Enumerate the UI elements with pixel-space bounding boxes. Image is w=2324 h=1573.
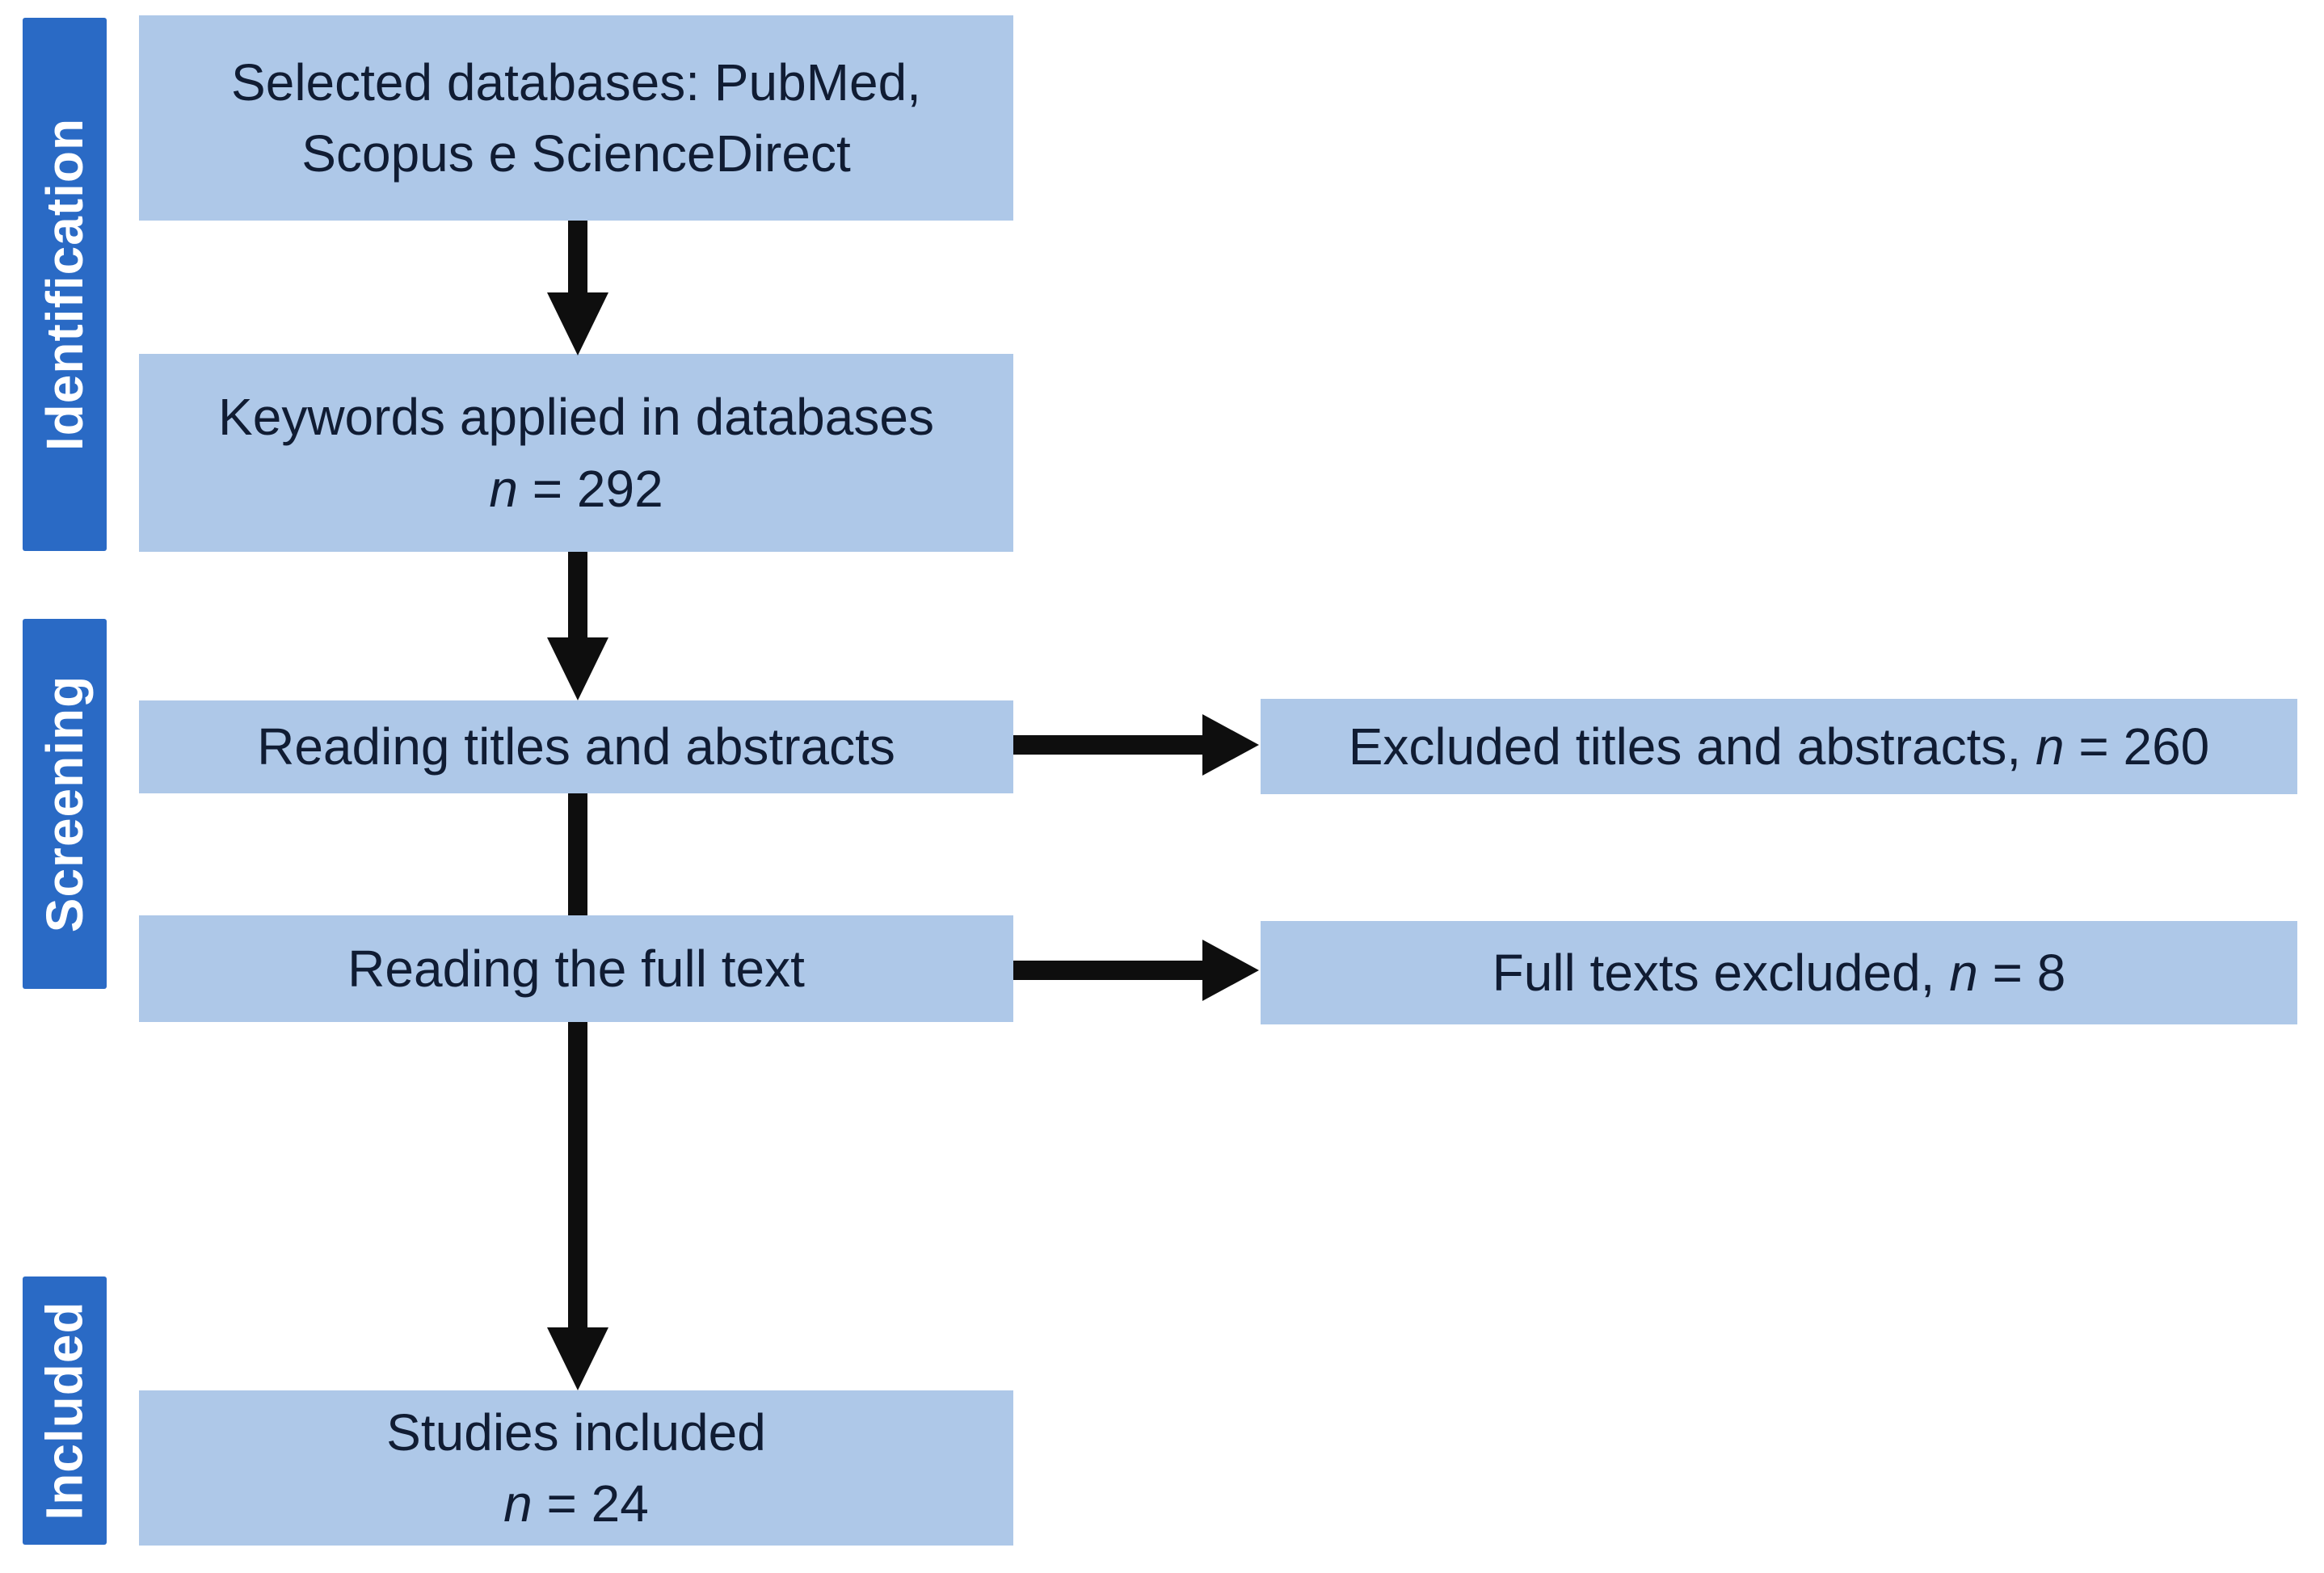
box-text-prefix: Excluded titles and abstracts,	[1348, 717, 2036, 776]
box-text-line: Excluded titles and abstracts, n = 260	[1349, 711, 2210, 782]
n-value: = 292	[517, 459, 663, 518]
stage-bar-screening: Screening	[23, 619, 107, 989]
stage-label-included: Included	[36, 1301, 94, 1520]
flow-box-studies-included: Studies included n = 24	[139, 1390, 1013, 1546]
n-symbol: n	[2035, 717, 2065, 776]
stage-bar-identification: Identification	[23, 18, 107, 551]
n-symbol: n	[503, 1474, 533, 1533]
box-text-line: Scopus e ScienceDirect	[301, 124, 851, 183]
box-text-line: Reading titles and abstracts	[257, 717, 895, 776]
n-value: = 260	[2064, 717, 2210, 776]
box-text-prefix: Full texts excluded,	[1492, 943, 1950, 1002]
stage-bar-included: Included	[23, 1276, 107, 1545]
flow-box-reading-full-text: Reading the full text	[139, 915, 1013, 1022]
right-arrow-head-2-icon	[1202, 940, 1259, 1001]
n-symbol: n	[1949, 943, 1978, 1002]
flow-box-excluded-titles: Excluded titles and abstracts, n = 260	[1261, 699, 2297, 794]
flow-box-selected-databases: Selected databases: PubMed, Scopus e Sci…	[139, 15, 1013, 221]
flow-box-full-texts-excluded: Full texts excluded, n = 8	[1261, 921, 2297, 1024]
n-symbol: n	[489, 459, 518, 518]
box-text-line: Full texts excluded, n = 8	[1492, 937, 2066, 1008]
down-arrow-shaft-3	[568, 1022, 587, 1329]
right-arrow-shaft-1	[1013, 735, 1204, 755]
down-arrow-head-3-icon	[547, 1327, 608, 1390]
n-value: = 8	[1977, 943, 2066, 1002]
flow-box-keywords-applied: Keywords applied in databases n = 292	[139, 354, 1013, 552]
right-arrow-head-1-icon	[1202, 714, 1259, 776]
down-arrow-shaft-2	[568, 552, 587, 639]
box-text-line: Studies included	[386, 1403, 766, 1462]
box-text-line: Reading the full text	[347, 939, 805, 998]
box-text-line: Keywords applied in databases	[218, 388, 934, 447]
box-count-line: n = 292	[489, 453, 663, 524]
down-arrow-head-1-icon	[547, 292, 608, 355]
down-arrow-head-2-icon	[547, 637, 608, 700]
flow-box-reading-titles: Reading titles and abstracts	[139, 700, 1013, 793]
box-text-line: Selected databases: PubMed,	[231, 53, 921, 111]
down-arrow-shaft-1	[568, 221, 587, 295]
box-count-line: n = 24	[503, 1468, 649, 1539]
stage-label-screening: Screening	[36, 675, 94, 933]
connector-line	[568, 793, 587, 915]
right-arrow-shaft-2	[1013, 961, 1204, 980]
n-value: = 24	[532, 1474, 649, 1533]
stage-label-identification: Identification	[36, 117, 94, 452]
